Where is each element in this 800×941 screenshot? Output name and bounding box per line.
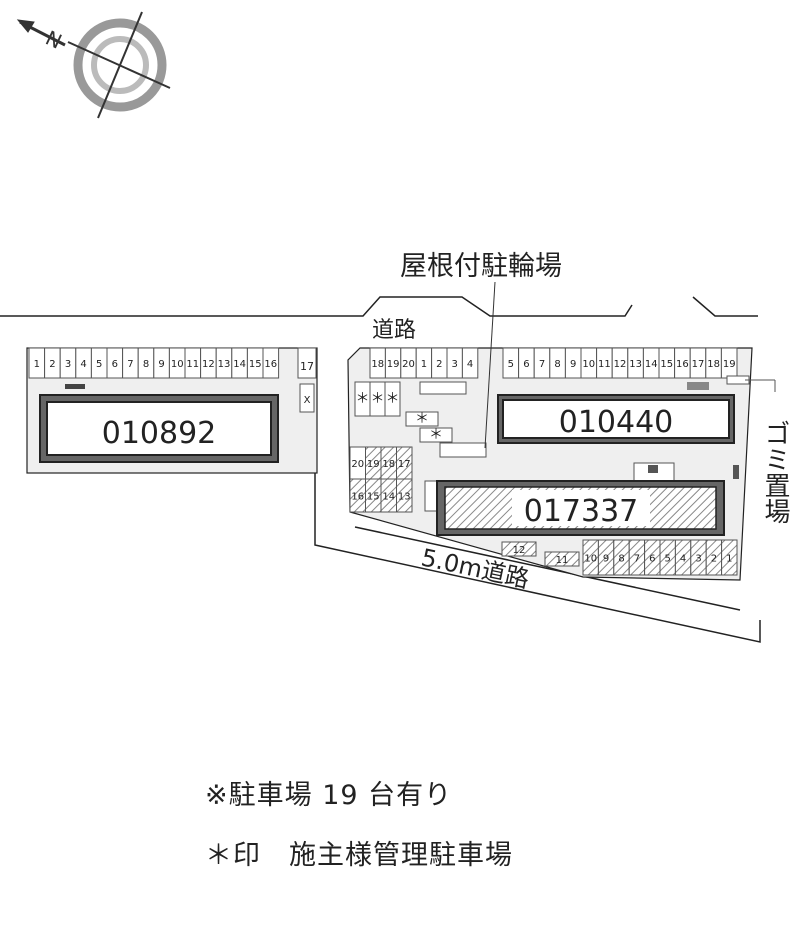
parking-space-number: 6 (523, 359, 529, 370)
parking-space-number: 18 (382, 459, 395, 470)
svg-text:017337: 017337 (524, 494, 639, 529)
parking-space-number: 1 (421, 359, 427, 370)
parking-space (384, 381, 401, 417)
parking-space-number: 4 (467, 359, 473, 370)
space-17-left: 17 (300, 360, 314, 373)
parking-space-number: ＊ (429, 427, 443, 443)
parking-space-number: 3 (65, 359, 71, 370)
parking-space-number: 19 (387, 359, 400, 370)
covered-bicycle-parking-label: 屋根付駐輪場 (400, 251, 562, 282)
parking-space-number: 13 (218, 359, 231, 370)
parking-space-number: 6 (649, 554, 655, 565)
parking-space-number: 8 (554, 359, 560, 370)
parking-space-number: ＊ (356, 391, 370, 407)
parking-space (262, 347, 280, 379)
parking-space-number: 10 (584, 554, 597, 565)
parking-space-number: 2 (436, 359, 442, 370)
parking-space-number: ＊ (386, 391, 400, 407)
note-parking-count: ※駐車場 19 台有り (205, 780, 453, 811)
parking-space-number: 13 (629, 359, 642, 370)
parking-space-number: 15 (367, 492, 380, 503)
parking-space-number: 2 (711, 554, 717, 565)
parking-space-number: 5 (665, 554, 671, 565)
parking-space-number: 4 (80, 359, 86, 370)
parking-space-number: 15 (249, 359, 262, 370)
parking-space-number: ＊ (415, 411, 429, 427)
parking-space (721, 539, 738, 576)
parking-space-number: ＊ (371, 391, 385, 407)
parking-space-number: 19 (367, 459, 380, 470)
building-010440: 010440 (497, 394, 735, 444)
parking-space (544, 551, 580, 567)
parking-space-number: 18 (707, 359, 720, 370)
parking-space-number: 1 (34, 359, 40, 370)
parking-space (461, 347, 479, 379)
parking-space-number: 20 (402, 359, 415, 370)
parking-space-number: 11 (598, 359, 611, 370)
parking-space-number: 7 (539, 359, 545, 370)
building-010892: 010892 (39, 394, 279, 463)
parking-space-number: 1 (726, 554, 732, 565)
parking-space-number: 5 (96, 359, 102, 370)
parking-space-number: 12 (614, 359, 627, 370)
parking-space-number: 3 (452, 359, 458, 370)
parking-space-number: 16 (676, 359, 689, 370)
parking-space-number: 8 (618, 554, 624, 565)
parking-space-number: 12 (202, 359, 215, 370)
parking-space-number: 5 (508, 359, 514, 370)
parking-space-number: 7 (127, 359, 133, 370)
parking-space-number: 2 (49, 359, 55, 370)
parking-space-number: 13 (398, 492, 411, 503)
parking-space-number: 16 (264, 359, 277, 370)
parking-space-number: 14 (645, 359, 658, 370)
parking-space-number: 10 (171, 359, 184, 370)
parking-space (396, 478, 413, 513)
parking-space (405, 411, 439, 427)
note-managed-parking: ＊印 施主様管理駐車場 (205, 840, 513, 871)
svg-text:N: N (42, 26, 66, 54)
parking-space-number: 17 (398, 459, 411, 470)
parking-space-number: 3 (695, 554, 701, 565)
parking-space-number: 7 (634, 554, 640, 565)
parking-space-number: 10 (582, 359, 595, 370)
parking-space (501, 541, 537, 557)
parking-space-number: 6 (112, 359, 118, 370)
parking-space (419, 427, 453, 443)
parking-space-number: 19 (723, 359, 736, 370)
svg-text:010440: 010440 (559, 405, 674, 440)
parking-space-number: 12 (513, 545, 526, 556)
parking-space-number: 17 (692, 359, 705, 370)
svg-text:X: X (304, 395, 311, 406)
parking-space-number: 4 (680, 554, 686, 565)
compass-icon: N (16, 11, 171, 119)
parking-space-number: 8 (143, 359, 149, 370)
parking-space-number: 11 (186, 359, 199, 370)
parking-space-number: 9 (158, 359, 164, 370)
parking-space-number: 15 (660, 359, 673, 370)
parking-space-number: 14 (382, 492, 395, 503)
parking-space-number: 18 (371, 359, 384, 370)
parking-space-number: 9 (603, 554, 609, 565)
garbage-area-label: ゴミ置場 (760, 420, 790, 524)
parking-space-number: 16 (351, 492, 364, 503)
parking-space-number: 11 (556, 555, 569, 566)
parking-space-number: 9 (570, 359, 576, 370)
building-017337: 017337 (436, 480, 725, 536)
svg-text:010892: 010892 (102, 416, 217, 451)
parking-space-number: 14 (233, 359, 246, 370)
parking-space-number: 20 (351, 459, 364, 470)
road-label-top: 道路 (372, 318, 416, 343)
